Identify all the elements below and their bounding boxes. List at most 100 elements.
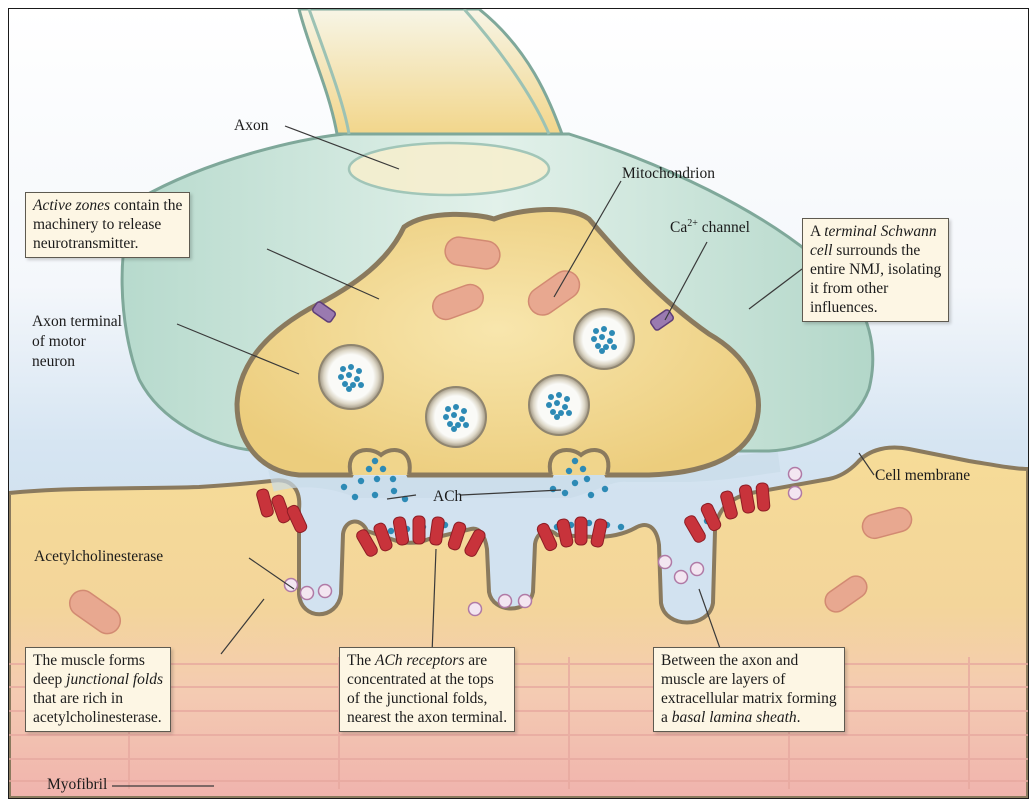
- ach-dot: [342, 381, 348, 387]
- ach-dot: [341, 484, 347, 490]
- ach-dot: [366, 466, 372, 472]
- callout-text: surrounds the: [832, 242, 920, 259]
- ach-dot: [548, 394, 554, 400]
- ach-dot: [593, 328, 599, 334]
- ach-dot: [348, 364, 354, 370]
- callout-line: it from other: [810, 279, 941, 298]
- ca-channel-prefix: Ca: [670, 219, 687, 236]
- ach-dot: [584, 476, 590, 482]
- callout-text: deep: [33, 671, 66, 688]
- label-ca-channel: Ca2+ channel: [670, 218, 750, 237]
- callout-italic: basal lamina sheath: [672, 709, 797, 726]
- vesicle: [574, 309, 634, 369]
- callout-ach-receptors: The ACh receptors are concentrated at th…: [339, 647, 515, 732]
- ache-molecule: [285, 579, 298, 592]
- ach-dot: [550, 409, 556, 415]
- ach-dot: [445, 406, 451, 412]
- ach-dot: [453, 404, 459, 410]
- ach-dot: [391, 488, 397, 494]
- callout-line: extracellular matrix forming: [661, 689, 837, 708]
- callout-line: influences.: [810, 298, 941, 317]
- ca-channel-sup: 2+: [687, 218, 698, 229]
- ach-dot: [609, 330, 615, 336]
- ach-dot: [595, 343, 601, 349]
- vesicle: [426, 387, 486, 447]
- ach-dot: [572, 480, 578, 486]
- fusing-vesicle: [550, 450, 609, 475]
- callout-line: entire NMJ, isolating: [810, 260, 941, 279]
- ach-dot: [572, 458, 578, 464]
- ach-dot: [372, 458, 378, 464]
- callout-italic: cell: [810, 242, 832, 259]
- ach-dot: [618, 524, 624, 530]
- ach-dot: [346, 372, 352, 378]
- vesicle: [529, 375, 589, 435]
- callout-line: Between the axon and: [661, 651, 837, 670]
- callout-line: Active zones contain the: [33, 196, 182, 215]
- ach-dot: [374, 476, 380, 482]
- ache-molecule: [691, 563, 704, 576]
- callout-line: deep junctional folds: [33, 670, 163, 689]
- callout-basal-lamina: Between the axon and muscle are layers o…: [653, 647, 845, 732]
- ach-dot: [459, 416, 465, 422]
- ach-dot: [340, 366, 346, 372]
- ach-dot: [607, 338, 613, 344]
- axon-terminal-line: of motor: [32, 332, 122, 352]
- callout-text: are: [464, 652, 487, 669]
- ca-channel-suffix: channel: [698, 219, 750, 236]
- callout-line: A terminal Schwann: [810, 222, 941, 241]
- ach-dot: [380, 466, 386, 472]
- callout-text: a: [661, 709, 672, 726]
- receptor-subunit: [575, 517, 587, 545]
- ach-dot: [354, 376, 360, 382]
- callout-italic: ACh receptors: [375, 652, 464, 669]
- label-axon-terminal: Axon terminal of motor neuron: [32, 312, 122, 372]
- callout-italic: junctional folds: [66, 671, 163, 688]
- ache-molecule: [319, 585, 332, 598]
- ach-dot: [463, 422, 469, 428]
- callout-junctional-folds: The muscle forms deep junctional folds t…: [25, 647, 171, 732]
- receptor: [413, 516, 425, 544]
- callout-line: cell surrounds the: [810, 241, 941, 260]
- callout-line: machinery to release: [33, 215, 182, 234]
- callout-italic: terminal Schwann: [824, 223, 936, 240]
- ach-dot: [352, 494, 358, 500]
- ach-dot: [546, 402, 552, 408]
- ach-dot: [599, 348, 605, 354]
- callout-italic: Active zones: [33, 197, 110, 214]
- ach-dot: [580, 466, 586, 472]
- ach-dot: [358, 382, 364, 388]
- label-mitochondrion: Mitochondrion: [622, 164, 715, 183]
- ache-molecule: [469, 603, 482, 616]
- figure-frame: Axon Mitochondrion Ca2+ channel Axon ter…: [8, 8, 1029, 799]
- ach-dot: [461, 408, 467, 414]
- label-axon: Axon: [234, 116, 268, 135]
- callout-line: The ACh receptors are: [347, 651, 507, 670]
- ach-dot: [358, 478, 364, 484]
- ach-dot: [591, 336, 597, 342]
- ach-dot: [372, 492, 378, 498]
- ach-dot: [554, 414, 560, 420]
- receptor-subunit: [413, 516, 425, 544]
- ach-dot: [451, 412, 457, 418]
- callout-line: muscle are layers of: [661, 670, 837, 689]
- callout-line: that are rich in: [33, 689, 163, 708]
- label-ach: ACh: [433, 487, 462, 506]
- ach-dot: [588, 492, 594, 498]
- ach-dot: [356, 368, 362, 374]
- ach-dot: [390, 476, 396, 482]
- callout-text: contain the: [110, 197, 182, 214]
- ach-dot: [599, 334, 605, 340]
- ache-molecule: [659, 556, 672, 569]
- callout-text: .: [797, 709, 801, 726]
- ach-dot: [562, 404, 568, 410]
- ach-dot: [554, 400, 560, 406]
- ach-dot: [562, 490, 568, 496]
- receptor: [756, 483, 770, 512]
- vesicle: [319, 345, 383, 409]
- label-acetylcholinesterase: Acetylcholinesterase: [34, 547, 163, 566]
- ach-dot: [566, 410, 572, 416]
- callout-schwann: A terminal Schwann cell surrounds the en…: [802, 218, 949, 322]
- ach-dot: [564, 396, 570, 402]
- ach-dot: [601, 326, 607, 332]
